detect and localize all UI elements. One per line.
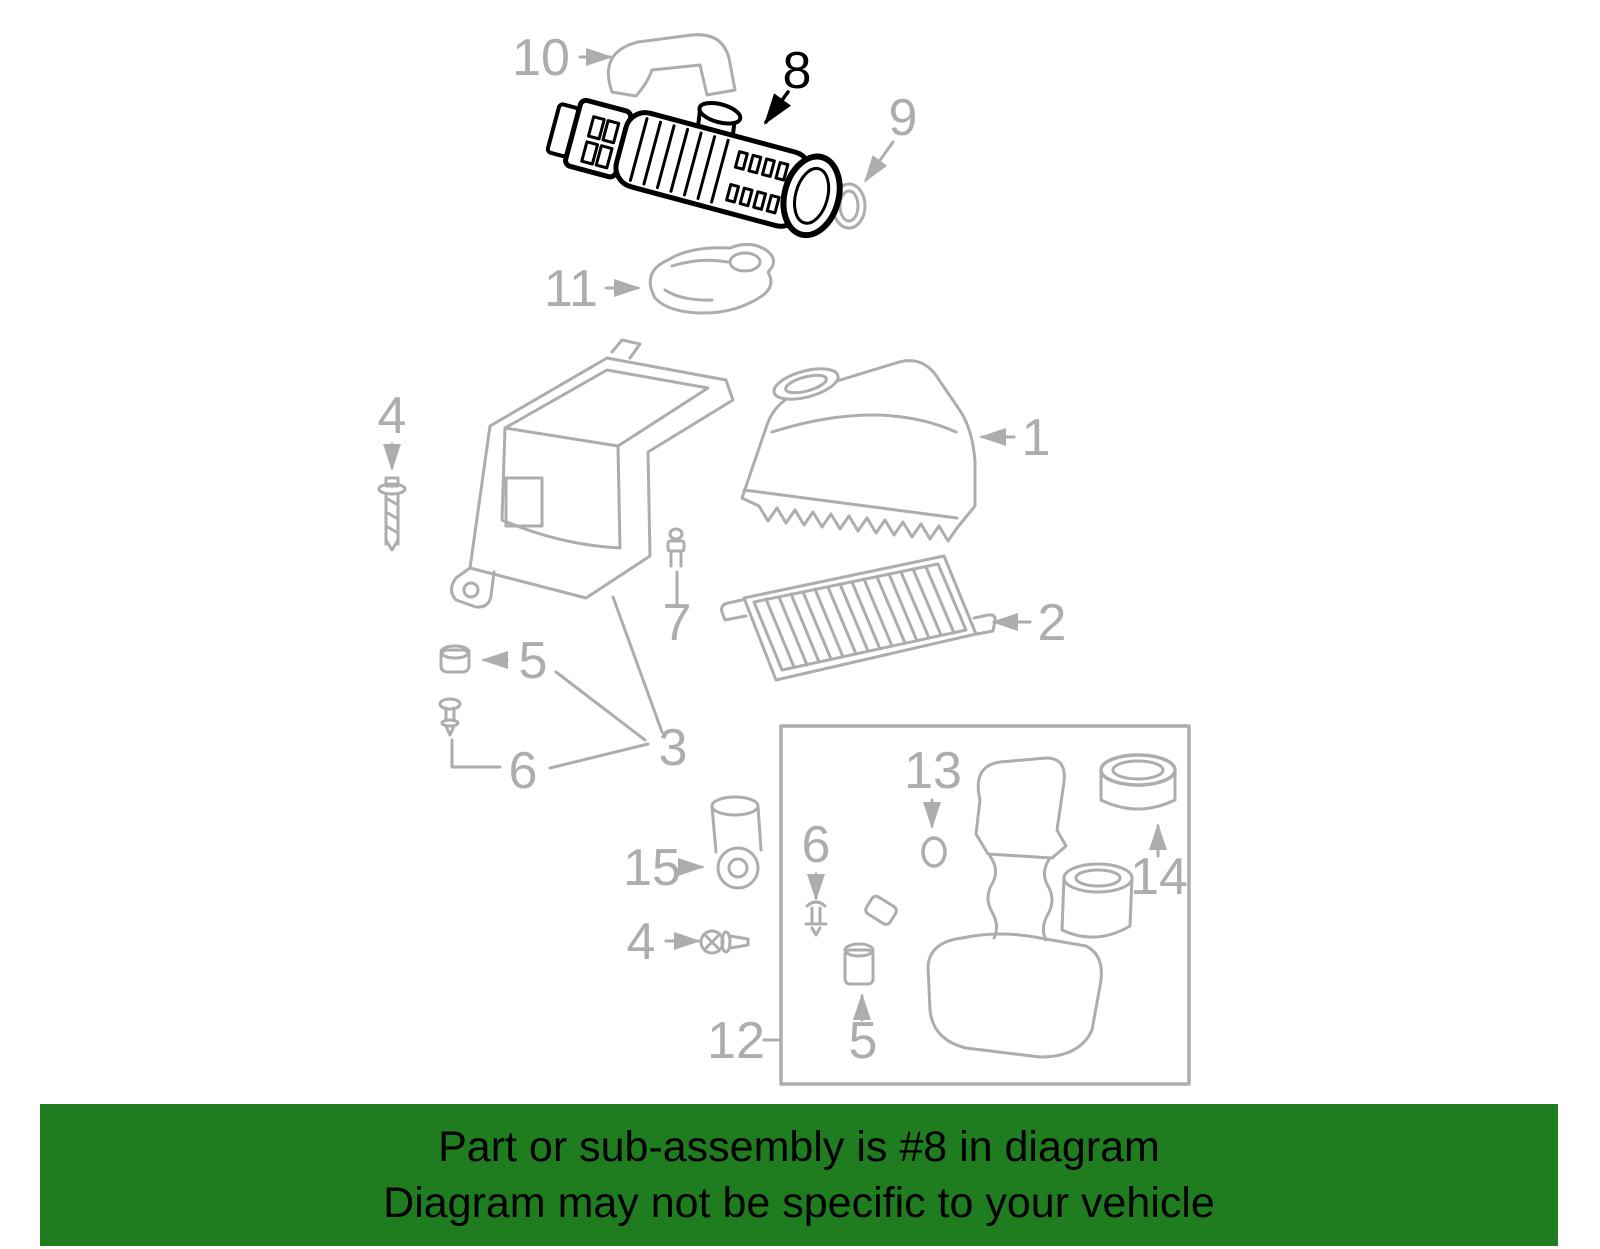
leader-5-to-3 (554, 670, 647, 742)
part-3-air-cleaner-housing (450, 338, 735, 609)
part-12-subassembly-box (779, 724, 1191, 1086)
callout-labels: 10 9 11 4 1 2 7 5 6 3 15 4 13 6 5 14 12 (378, 29, 1188, 1070)
banner-line-1: Part or sub-assembly is #8 in diagram (438, 1122, 1160, 1171)
callout-1: 1 (1022, 409, 1051, 467)
leader-9 (864, 140, 895, 183)
callout-leaders (383, 48, 1167, 1042)
part-15-duct (710, 795, 763, 890)
banner-line-2: Diagram may not be specific to your vehi… (383, 1179, 1215, 1227)
callout-6-inner: 6 (802, 816, 831, 874)
callout-13: 13 (904, 742, 962, 800)
part-8-air-intake-tube (545, 90, 843, 239)
callout-3: 3 (659, 719, 688, 777)
callout-10: 10 (512, 29, 570, 87)
callout-8-highlighted: 8 (783, 42, 812, 100)
diagram-gray-parts (377, 33, 1191, 1086)
leader-3 (611, 595, 664, 734)
part-13-grommet (921, 836, 947, 868)
callout-12: 12 (707, 1012, 765, 1070)
leader-6-top (450, 738, 502, 769)
part-sleeve-inner (864, 894, 898, 926)
part-6-clip-inner (804, 900, 828, 937)
callout-4-top: 4 (378, 387, 407, 445)
part-5-mount-inner (843, 942, 875, 986)
callout-5-top: 5 (519, 632, 548, 690)
part-4-bolt-top (377, 476, 407, 552)
part-7-clip (666, 527, 686, 568)
leader-6-to-3 (548, 742, 650, 770)
callout-5-inner: 5 (849, 1012, 878, 1070)
callout-14: 14 (1130, 848, 1188, 906)
callout-9: 9 (889, 89, 918, 147)
part-1-air-cleaner-cover (740, 359, 977, 543)
part-6-clip-top (438, 697, 462, 737)
part-2-air-filter (720, 554, 997, 682)
leader-8 (763, 90, 792, 125)
part-10-inlet-duct (606, 33, 737, 98)
part-4-screw-bottom (699, 929, 750, 955)
callout-6-top: 6 (509, 742, 538, 800)
part-5-cap-top (439, 644, 471, 674)
part-14-collar (1099, 753, 1177, 811)
part-12-resonator-assembly (926, 756, 1134, 1059)
callout-11: 11 (544, 260, 598, 318)
callout-15: 15 (623, 839, 681, 897)
callout-4-bottom: 4 (627, 913, 656, 971)
highlight-banner: Part or sub-assembly is #8 in diagram Di… (40, 1104, 1558, 1246)
part-11-resonator-cap (648, 243, 775, 315)
callout-2: 2 (1038, 594, 1067, 652)
callout-7: 7 (663, 594, 692, 652)
